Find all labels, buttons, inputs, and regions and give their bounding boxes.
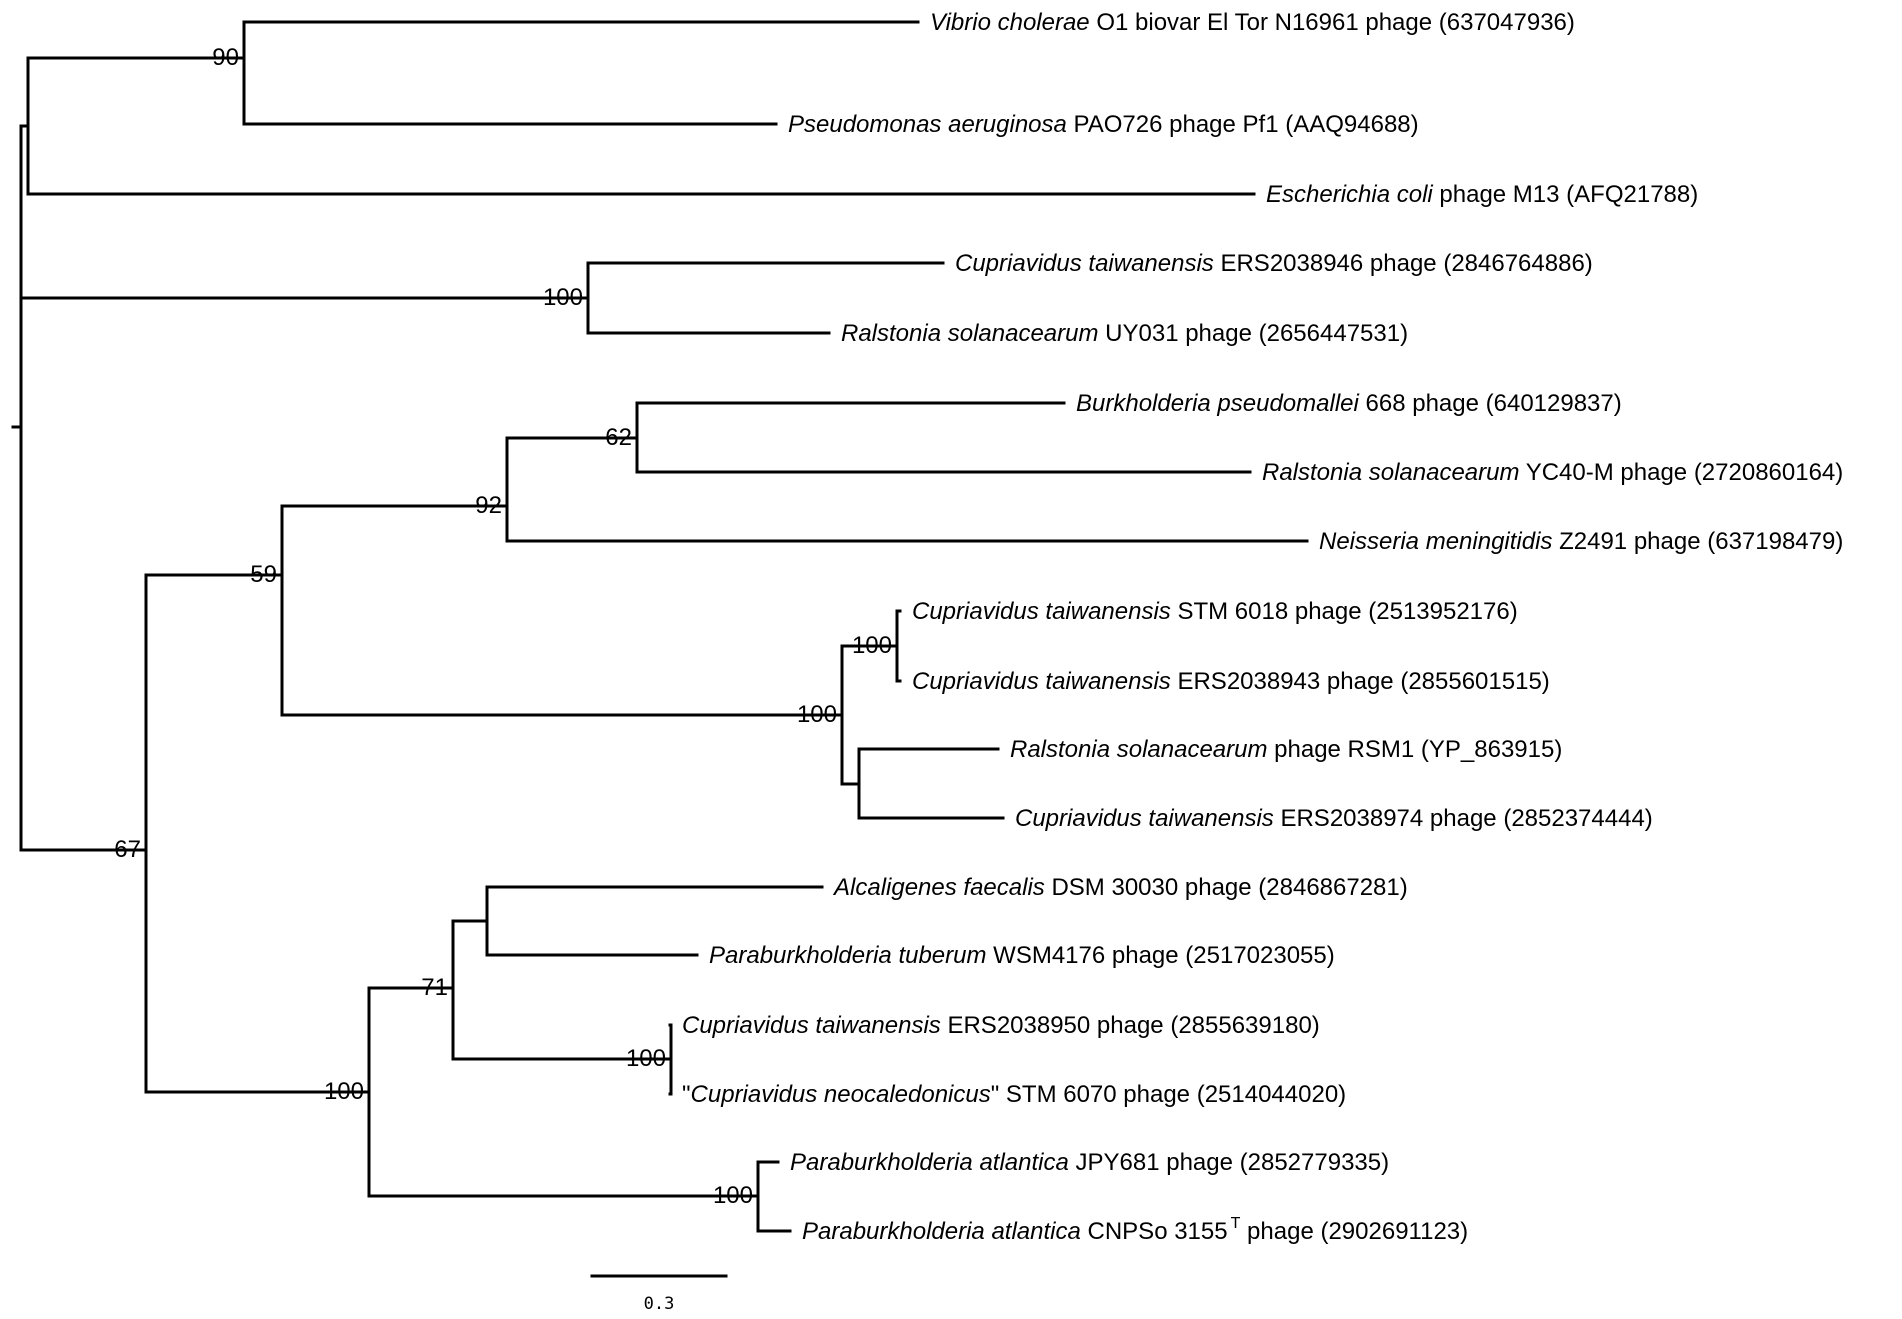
leaf-label: Cupriavidus taiwanensis ERS2038974 phage… [1015, 805, 1653, 832]
leaf-label: Paraburkholderia atlantica JPY681 phage … [790, 1149, 1389, 1176]
support-value: 100 [626, 1045, 666, 1072]
support-value: 100 [543, 284, 583, 311]
tree-branches [11, 20, 1309, 1233]
support-value: 62 [605, 424, 632, 451]
scale-bar-label: 0.3 [644, 1294, 675, 1314]
leaf-label: Vibrio cholerae O1 biovar El Tor N16961 … [930, 9, 1575, 36]
leaf-label: Cupriavidus taiwanensis ERS2038943 phage… [912, 668, 1550, 695]
leaf-label: Cupriavidus taiwanensis STM 6018 phage (… [912, 598, 1518, 625]
support-values: 90 100 62 92 100 100 59 100 71 100 100 67 [114, 44, 892, 1209]
support-value: 92 [475, 492, 502, 519]
leaf-label: Burkholderia pseudomallei 668 phage (640… [1076, 390, 1622, 417]
leaf-label: Alcaligenes faecalis DSM 30030 phage (28… [832, 874, 1408, 901]
leaf-label: "Cupriavidus neocaledonicus" STM 6070 ph… [682, 1081, 1346, 1108]
scale-bar: 0.3 [590, 1274, 728, 1314]
leaf-label: Neisseria meningitidis Z2491 phage (6371… [1319, 528, 1843, 555]
leaf-label: Ralstonia solanacearum UY031 phage (2656… [841, 320, 1408, 347]
support-value: 100 [713, 1182, 753, 1209]
leaf-label: Cupriavidus taiwanensis ERS2038946 phage… [955, 250, 1593, 277]
leaf-labels: Vibrio cholerae O1 biovar El Tor N16961 … [682, 9, 1843, 1245]
support-value: 100 [324, 1078, 364, 1105]
support-value: 71 [421, 974, 448, 1001]
support-value: 90 [212, 44, 239, 71]
leaf-label: Ralstonia solanacearum YC40-M phage (272… [1262, 459, 1843, 486]
leaf-label: Pseudomonas aeruginosa PAO726 phage Pf1 … [788, 111, 1419, 138]
support-value: 100 [852, 632, 892, 659]
leaf-label: Paraburkholderia tuberum WSM4176 phage (… [709, 942, 1335, 969]
leaf-label: Escherichia coli phage M13 (AFQ21788) [1266, 181, 1698, 208]
leaf-label: Ralstonia solanacearum phage RSM1 (YP_86… [1010, 736, 1562, 763]
support-value: 100 [797, 701, 837, 728]
leaf-label: Cupriavidus taiwanensis ERS2038950 phage… [682, 1012, 1320, 1039]
support-value: 59 [250, 561, 277, 588]
support-value: 67 [114, 836, 141, 863]
